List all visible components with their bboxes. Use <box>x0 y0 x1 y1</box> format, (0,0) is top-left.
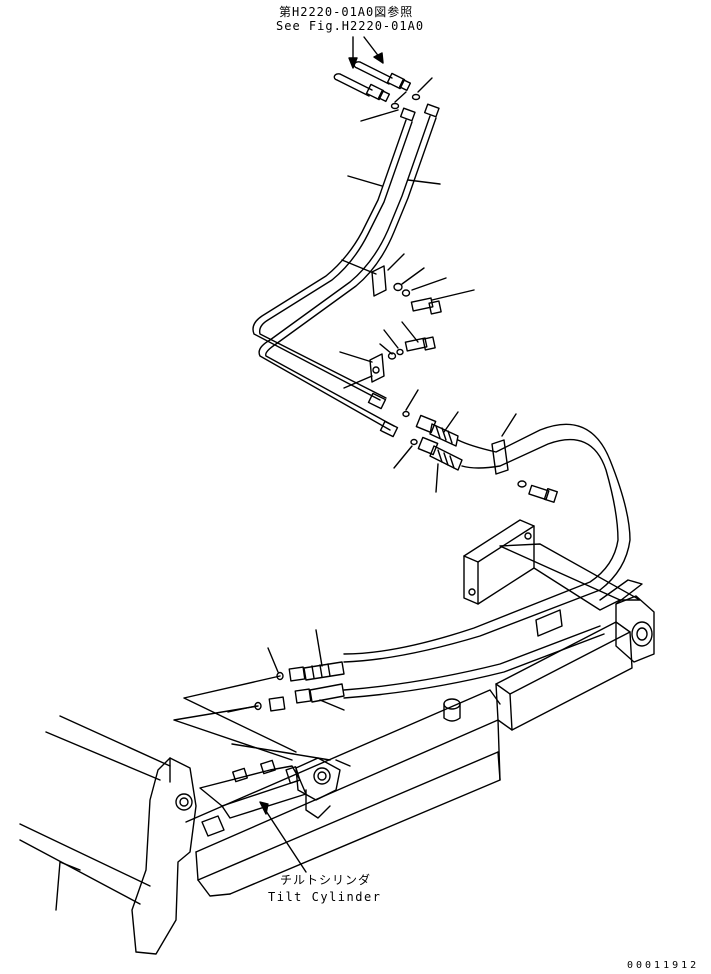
tilt-cylinder-label-japanese: チルトシリンダ <box>280 873 372 887</box>
blade-frame <box>19 689 501 955</box>
lower-clamp-assembly <box>339 321 436 389</box>
reference-note-english: See Fig.H2220-01A0 <box>276 19 425 33</box>
upper-pipe-fittings <box>333 61 440 122</box>
hoses <box>343 413 631 699</box>
reference-note-japanese: 第H2220-01A0図参照 <box>279 5 414 19</box>
reference-arrows <box>348 36 384 69</box>
tilt-cylinder-label-english: Tilt Cylinder <box>268 890 382 904</box>
mid-fittings <box>367 389 463 493</box>
figure-number: 00011912 <box>627 960 700 971</box>
tilt-cylinder <box>199 595 655 873</box>
upper-clamp-assembly <box>341 253 475 315</box>
lower-port-fittings <box>173 629 345 761</box>
steel-tubes <box>252 115 441 431</box>
